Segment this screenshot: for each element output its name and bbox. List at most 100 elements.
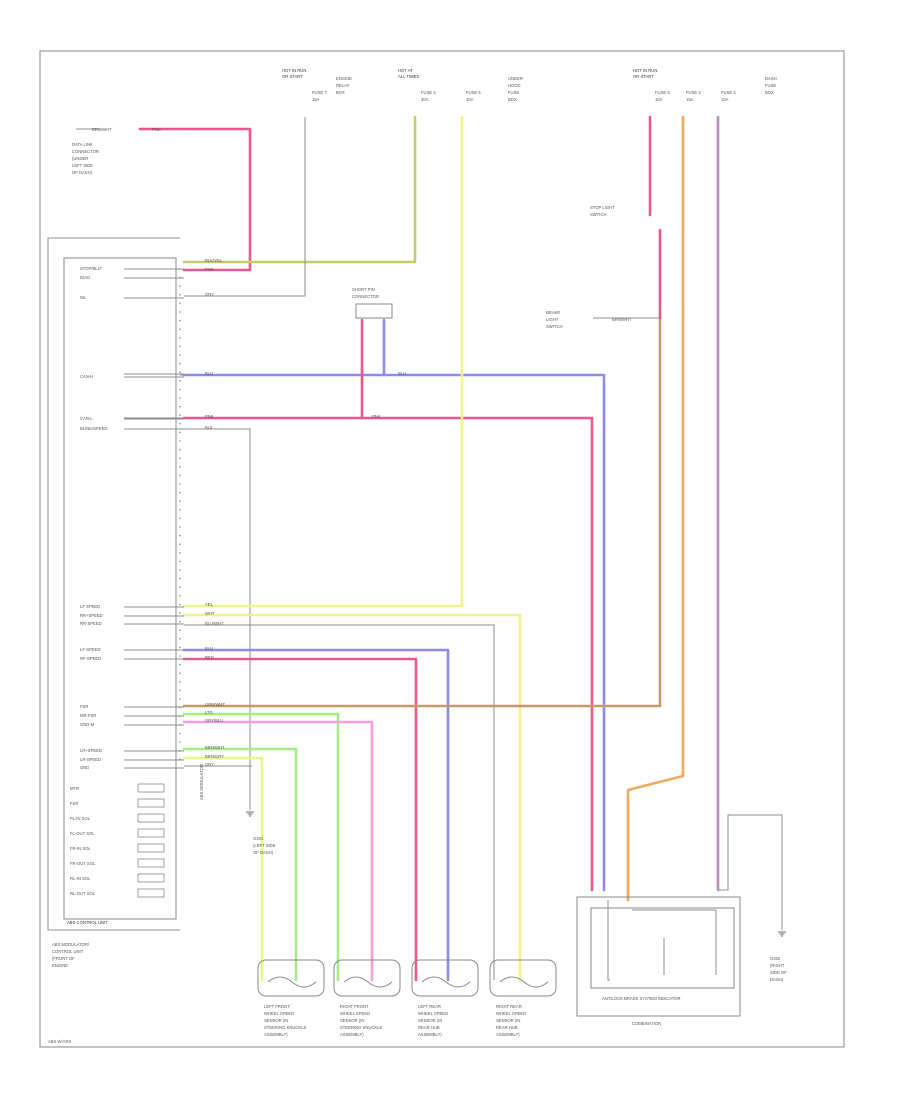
solenoid-box-3 (137, 828, 165, 838)
svg-text:FUSE: FUSE (765, 83, 776, 88)
svg-text:ALL TIMES: ALL TIMES (398, 74, 419, 79)
ground-left-note: G301 (LEFT SIDE OF DASH) (253, 836, 276, 855)
sensor-1-line-1: WHEEL SPEED (264, 1011, 294, 1016)
svg-text:BOX: BOX (508, 97, 517, 102)
abs-pin-dot (179, 560, 181, 563)
abs-pin-dot (179, 577, 181, 580)
abs-pin-dot (179, 595, 181, 597)
abs-pin-dot (179, 543, 181, 545)
sensor-4-line-4: ASSEMBLY) (496, 1032, 520, 1037)
svg-text:DATA LINK: DATA LINK (72, 142, 93, 147)
svg-text:G301: G301 (253, 836, 264, 841)
combination-meter-box (576, 896, 741, 1017)
solenoid-label-3: FL-OUT SOL (70, 831, 95, 836)
abs-pin-dot (179, 380, 181, 382)
wire-meter-internal-2 (632, 909, 717, 975)
sensor-2-line-3: STEERING KNUCKLE (340, 1025, 383, 1030)
wire-label-1: PNK (152, 127, 161, 132)
abs-pin-dot (179, 285, 181, 288)
stop-light-switch-note: STOP LIGHT SWITCH (590, 205, 615, 217)
svg-text:ENGINE: ENGINE (336, 76, 352, 81)
ground-right-note: G302 (RIGHT SIDE OF DASH) (770, 956, 787, 982)
sensor-1-line-2: SENSOR (IN (264, 1018, 288, 1023)
abs-pin-dot (179, 423, 181, 425)
svg-text:(LEFT SIDE: (LEFT SIDE (253, 843, 276, 848)
abs-pin-dot (179, 620, 181, 623)
wire-label-20: GRY (205, 762, 214, 767)
abs-control-unit-box (63, 257, 177, 920)
wire-blk-yel-top (182, 115, 417, 264)
wire-pnk-rf (182, 720, 374, 982)
abs-pin-dot (179, 672, 181, 674)
wire-label-10: YEL (205, 602, 214, 607)
svg-text:10A: 10A (721, 97, 729, 102)
svg-text:OF DASH): OF DASH) (72, 170, 93, 175)
abs-pin-dot (179, 629, 181, 631)
abs-pin-label-12: MR-FSR (80, 713, 96, 718)
sensor-2-line-0: RIGHT FRONT (340, 1004, 369, 1009)
abs-pin-label-9: LF-SPEED (80, 647, 100, 652)
svg-text:30A: 30A (421, 97, 429, 102)
wire-label-12: BLU/WHT (205, 621, 224, 626)
abs-pin-dot (179, 268, 181, 270)
abs-pin-label-16: GND (80, 765, 89, 770)
wire-label-8: PNK (372, 414, 381, 419)
svg-text:UNDER: UNDER (508, 76, 523, 81)
abs-pin-label-7: RR+SPEED (80, 613, 103, 618)
svg-text:15A: 15A (686, 97, 694, 102)
svg-text:LIGHT: LIGHT (546, 317, 559, 322)
abs-modulator-side-label: ABS MODULATOR (199, 764, 204, 800)
svg-text:30A: 30A (466, 97, 474, 102)
wire-pnk-can-l (182, 416, 594, 892)
wire-label-14: RED (205, 655, 214, 660)
solenoid-box-2 (137, 813, 165, 823)
abs-pin-dot (179, 311, 181, 313)
abs-pin-dot (179, 431, 181, 434)
abs-pin-dot (179, 440, 181, 442)
abs-pin-label-3: CAN-H (80, 374, 93, 379)
svg-text:(FRONT OF: (FRONT OF (52, 956, 75, 961)
wire-label-13: BLU (205, 646, 213, 651)
wire-brn-brake (182, 316, 662, 708)
abs-pin-dot (179, 663, 181, 666)
wire-label-15: GRN/WHT (205, 702, 225, 707)
sensor-2-line-4: ASSEMBLY) (340, 1032, 364, 1037)
svg-text:OF DASH): OF DASH) (253, 850, 274, 855)
wire-label-3: PNK (205, 267, 214, 272)
svg-text:15A: 15A (312, 97, 320, 102)
wire-label-4: GRY (205, 292, 214, 297)
abs-pin-dot (179, 534, 181, 537)
solenoid-label-0: MTR (70, 786, 79, 791)
wire-gry-fuse7 (184, 117, 306, 297)
abs-pin-dot (179, 337, 181, 339)
fuse-block-3: HOT IN RUN OR START FUSE 6 10A FUSE 3 15… (633, 68, 777, 102)
abs-pin-numbers (179, 268, 181, 760)
solenoid-box-4 (137, 843, 165, 853)
abs-pin-dot (179, 646, 181, 649)
sensor-4-line-1: WHEEL SPEED (496, 1011, 526, 1016)
abs-pin-label-2: WL (80, 295, 87, 300)
ground-symbol-2 (778, 931, 786, 937)
solenoid-box-5 (137, 858, 165, 868)
svg-text:FUSE 2: FUSE 2 (721, 90, 736, 95)
sensor-4-line-3: REAR HUB (496, 1025, 518, 1030)
abs-pin-dot (179, 552, 181, 554)
indicator-label: ANTILOCK BRAKE SYSTEM INDICATOR (602, 996, 681, 1001)
sensor-4-line-2: SENSOR (IN (496, 1018, 520, 1023)
svg-text:DASH): DASH) (770, 977, 784, 982)
solenoid-label-7: RL-OUT SOL (70, 891, 96, 896)
abs-pin-label-1: DIAG (80, 275, 90, 280)
solenoid-label-4: FR-IN SOL (70, 846, 91, 851)
solenoid-box-6 (137, 873, 165, 883)
sensor-1-line-0: LEFT FRONT (264, 1004, 290, 1009)
svg-text:10A: 10A (655, 97, 663, 102)
svg-text:FUSE 4: FUSE 4 (421, 90, 436, 95)
wire-yel-fuse5 (182, 115, 464, 608)
abs-pin-dot (179, 371, 181, 374)
wire-blu-can-h (182, 373, 606, 892)
svg-text:(RIGHT: (RIGHT (770, 963, 785, 968)
wheel-speed-sensors: LEFT FRONT WHEEL SPEED SENSOR (IN STEERING … (257, 959, 557, 1037)
svg-text:FUSE 7: FUSE 7 (312, 90, 327, 95)
